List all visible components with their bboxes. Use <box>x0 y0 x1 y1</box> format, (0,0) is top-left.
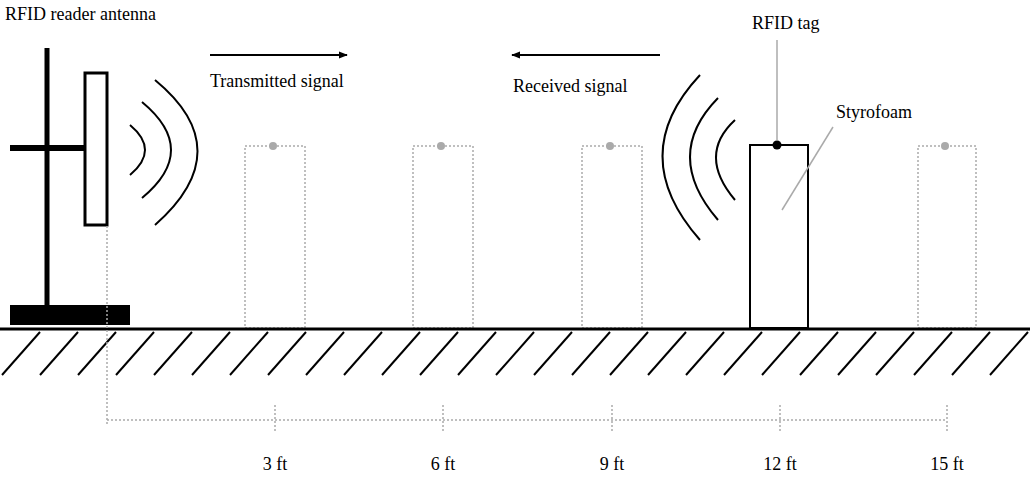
hatch-stroke <box>78 332 116 375</box>
hatch-stroke <box>686 332 724 375</box>
signal-name: Received signal <box>513 77 627 97</box>
hatch-stroke <box>268 332 306 375</box>
hatch-stroke <box>306 332 344 375</box>
styrofoam-block <box>750 145 808 328</box>
antenna-stand <box>10 48 130 325</box>
hatch-stroke <box>724 332 762 375</box>
transmitted-arrow <box>210 54 347 56</box>
hatch-stroke <box>192 332 230 375</box>
styrofoam-leader <box>782 127 833 210</box>
hatch-stroke <box>990 332 1028 375</box>
hatch-stroke <box>762 332 800 375</box>
ground-line <box>0 328 1030 331</box>
hatch-stroke <box>914 332 952 375</box>
device-name: RFID reader antenna <box>5 5 156 25</box>
hatch-stroke <box>382 332 420 375</box>
dimension: 12 ft <box>763 455 797 475</box>
hatch-stroke <box>534 332 572 375</box>
hatch-stroke <box>572 332 610 375</box>
hatch-stroke <box>876 332 914 375</box>
ghost-positions <box>245 146 976 328</box>
dimension: 6 ft <box>431 455 456 475</box>
part-name: RFID tag <box>752 14 820 34</box>
hatch-stroke <box>496 332 534 375</box>
hatch-stroke <box>420 332 458 375</box>
hatch-stroke <box>116 332 154 375</box>
hatch-stroke <box>952 332 990 375</box>
rfid-tag <box>773 141 782 150</box>
hatch-stroke <box>648 332 686 375</box>
hatch-stroke <box>40 332 78 375</box>
hatch-stroke <box>230 332 268 375</box>
transmitted-waves <box>130 80 198 225</box>
hatch-stroke <box>2 332 40 375</box>
hatch-stroke <box>800 332 838 375</box>
ghost-tags <box>269 142 949 150</box>
ground-hatching <box>2 332 1028 375</box>
tag-leader <box>776 40 778 140</box>
hatch-stroke <box>610 332 648 375</box>
dimension-line <box>107 226 947 432</box>
dimension: 9 ft <box>600 455 625 475</box>
hatch-stroke <box>154 332 192 375</box>
hatch-stroke <box>344 332 382 375</box>
dimension: 15 ft <box>930 455 964 475</box>
received-waves <box>663 75 736 240</box>
part-name: Styrofoam <box>836 103 912 123</box>
received-arrow <box>512 54 660 56</box>
dimension: 3 ft <box>263 455 288 475</box>
signal-name: Transmitted signal <box>210 72 344 92</box>
hatch-stroke <box>458 332 496 375</box>
hatch-stroke <box>838 332 876 375</box>
